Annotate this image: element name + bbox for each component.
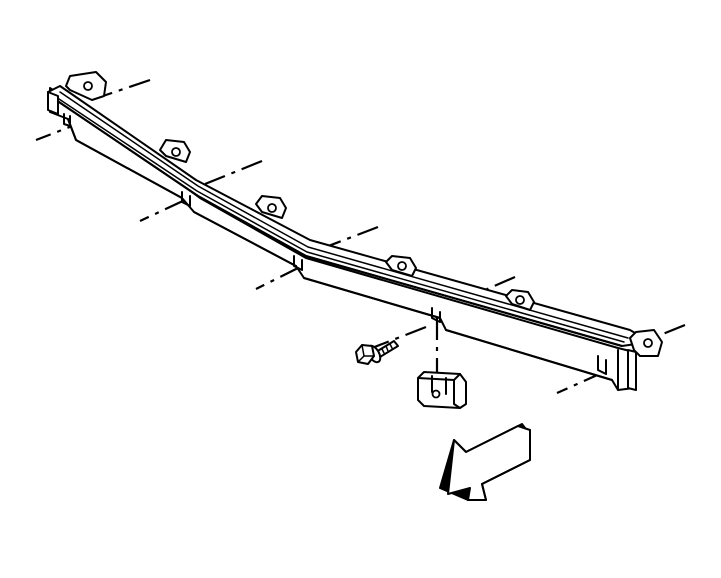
direction-arrow: [439, 423, 531, 501]
support-rail: [47, 71, 663, 391]
clip-nut: [417, 371, 467, 409]
bolt: [355, 340, 399, 365]
